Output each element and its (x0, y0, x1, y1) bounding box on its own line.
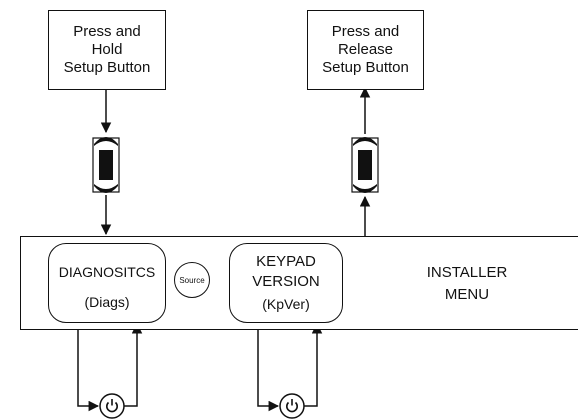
power-button-icon (279, 393, 305, 419)
source-label: Source (179, 275, 205, 285)
diagnostics-abbr: (Diags) (84, 294, 130, 310)
keypad-abbr: (KpVer) (262, 296, 310, 312)
button-release-indicator-icon (351, 137, 379, 193)
press-hold-label: Press and Hold Setup Button (63, 23, 151, 76)
press-hold-setup-box: Press and Hold Setup Button (48, 10, 166, 90)
power-button-icon (99, 393, 125, 419)
keypad-version-mode-box: KEYPAD VERSION (KpVer) (229, 243, 343, 323)
keypad-to-power-arrow (257, 322, 280, 412)
source-node: Source (174, 262, 210, 298)
diagnostics-to-power-arrow (77, 322, 100, 412)
diagnostics-title: DIAGNOSITCS (58, 264, 156, 280)
installer-menu-label: INSTALLER MENU (426, 264, 508, 303)
power-to-keypad-arrow (304, 322, 323, 407)
button-hold-indicator-icon (92, 137, 120, 193)
diagnostics-mode-box: DIAGNOSITCS (Diags) (48, 243, 166, 323)
power-to-diagnostics-arrow (124, 322, 143, 407)
press-release-setup-box: Press and Release Setup Button (307, 10, 424, 90)
press-release-label: Press and Release Setup Button (322, 23, 409, 76)
keypad-title: KEYPAD VERSION (252, 253, 320, 290)
